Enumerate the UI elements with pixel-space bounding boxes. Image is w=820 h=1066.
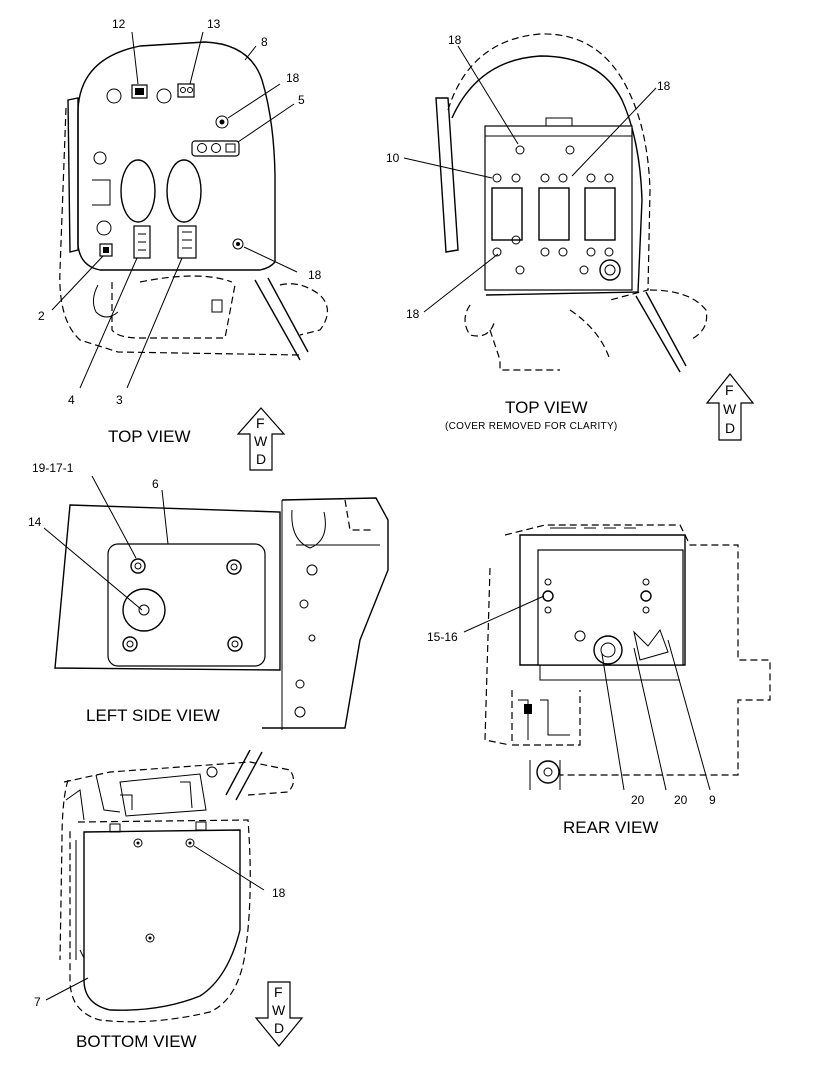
callout-13: 13 [207, 17, 221, 31]
bottom-view: 18 7 BOTTOM VIEW F W D [34, 749, 304, 1051]
svg-text:W: W [254, 433, 268, 449]
svg-text:F: F [274, 984, 283, 1000]
callout-20: 20 [674, 793, 688, 807]
rear-view-caption: REAR VIEW [563, 818, 658, 837]
left-side-view-caption: LEFT SIDE VIEW [86, 706, 220, 725]
top-view-left: 12 13 8 18 5 18 2 4 3 TOP VIEW F W D [38, 17, 329, 471]
callout-2: 2 [38, 309, 45, 323]
top-view-right: 18 18 10 18 TOP VIEW (COVER REMOVED FOR … [386, 33, 755, 441]
fwd-arrow-icon: F W D [705, 373, 755, 441]
callout-15-16: 15-16 [427, 630, 458, 644]
callout-8: 8 [261, 35, 268, 49]
svg-text:F: F [725, 382, 734, 398]
callout-18: 18 [286, 71, 300, 85]
svg-text:W: W [723, 401, 737, 417]
callout-19-17-1: 19-17-1 [32, 461, 74, 475]
callout-18: 18 [657, 79, 671, 93]
callout-4: 4 [68, 393, 75, 407]
callout-5: 5 [298, 93, 305, 107]
callout-12: 12 [112, 17, 126, 31]
fwd-arrow-icon: F W D [254, 981, 304, 1047]
fwd-arrow-icon: F W D [236, 407, 286, 471]
top-view-right-subcaption: (COVER REMOVED FOR CLARITY) [445, 421, 618, 432]
callout-7: 7 [34, 995, 41, 1009]
callout-18: 18 [406, 307, 420, 321]
svg-text:D: D [274, 1020, 284, 1036]
callout-20: 20 [631, 793, 645, 807]
callout-10: 10 [386, 151, 400, 165]
svg-text:D: D [256, 451, 266, 467]
svg-text:F: F [256, 415, 265, 431]
callout-6: 6 [152, 477, 159, 491]
top-view-right-caption: TOP VIEW [505, 398, 588, 417]
callout-3: 3 [116, 393, 123, 407]
panel-holes [492, 145, 614, 275]
callout-18: 18 [448, 33, 462, 47]
bottom-view-caption: BOTTOM VIEW [76, 1032, 197, 1051]
left-side-view: 19-17-1 6 14 LEFT SIDE VIEW [28, 461, 389, 730]
svg-text:D: D [725, 420, 735, 436]
svg-text:W: W [272, 1002, 286, 1018]
callout-18: 18 [272, 886, 286, 900]
callout-18: 18 [308, 268, 322, 282]
callout-9: 9 [709, 793, 716, 807]
callout-14: 14 [28, 515, 42, 529]
top-view-left-caption: TOP VIEW [108, 427, 191, 446]
rear-view: 15-16 20 20 9 REAR VIEW [427, 524, 771, 837]
